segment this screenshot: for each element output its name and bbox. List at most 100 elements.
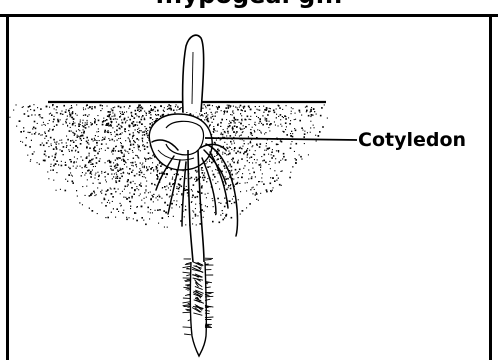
soil-speck [291,111,292,112]
soil-speck [225,178,227,180]
soil-speck [111,189,112,190]
soil-speck [125,122,126,123]
soil-speck [270,177,271,178]
soil-speck [27,155,28,156]
soil-speck [256,193,258,195]
soil-speck [231,143,232,144]
header-underline [0,14,498,17]
soil-speck [93,183,94,184]
soil-speck [37,162,38,163]
soil-speck [133,125,135,127]
soil-speck [105,120,106,121]
soil-speck [103,118,104,119]
soil-speck [82,167,83,168]
soil-speck [126,166,127,167]
soil-speck [290,144,291,145]
soil-speck [165,202,166,203]
soil-speck [70,172,71,173]
soil-speck [313,125,314,126]
soil-speck [87,122,88,123]
soil-speck [126,198,128,200]
soil-speck [240,105,242,107]
soil-speck [65,121,66,122]
soil-speck [61,150,63,152]
soil-speck [270,108,271,109]
soil-speck [107,106,108,107]
figure-frame [6,14,492,360]
soil-speck [44,124,45,125]
soil-speck [157,165,158,166]
soil-speck [230,184,231,185]
soil-speck [217,131,218,132]
soil-speck [48,178,49,179]
soil-speck [128,108,129,109]
soil-speck [126,217,127,218]
soil-speck [115,165,116,166]
soil-speck [94,195,95,196]
soil-speck [215,143,216,144]
soil-speck [107,131,108,132]
soil-speck [77,135,78,136]
soil-speck [226,154,227,155]
soil-speck [93,191,95,193]
soil-speck [90,176,92,178]
soil-speck [27,111,28,112]
soil-speck [73,166,74,167]
soil-speck [205,106,206,107]
soil-speck [13,110,14,111]
soil-speck [127,159,128,160]
soil-speck [204,113,205,114]
soil-speck [20,141,21,142]
soil-speck [45,125,46,126]
soil-speck [101,202,102,203]
soil-speck [142,164,143,165]
soil-speck [83,131,85,133]
soil-speck [142,135,143,136]
soil-speck [55,146,57,148]
soil-speck [127,120,128,121]
root-hair [205,313,210,314]
soil-speck [178,191,179,192]
soil-speck [52,105,53,106]
soil-speck [209,126,210,127]
soil-speck [241,158,243,160]
soil-speck [259,106,260,107]
soil-speck [249,150,250,151]
soil-speck [171,203,173,205]
soil-speck [136,138,138,140]
soil-speck [109,116,110,117]
soil-speck [211,112,212,113]
soil-speck [129,139,130,140]
soil-speck [118,157,119,158]
soil-speck [250,129,251,130]
soil-speck [77,166,78,167]
soil-speck [71,117,72,118]
soil-speck [86,104,88,106]
soil-speck [254,131,255,132]
soil-speck [100,158,101,159]
soil-speck [56,112,57,113]
soil-speck [156,118,157,119]
soil-speck [217,111,218,112]
soil-speck [126,111,127,112]
soil-speck [260,169,261,170]
soil-speck [125,121,126,122]
soil-speck [207,193,208,194]
soil-speck [137,188,138,189]
soil-speck [61,111,62,112]
soil-speck [49,120,50,121]
soil-speck [48,140,49,141]
soil-speck [146,113,147,114]
soil-speck [86,146,87,147]
soil-speck [82,135,84,137]
soil-speck [299,110,301,112]
soil-speck [233,162,235,164]
soil-speck [30,132,31,133]
soil-speck [94,121,96,123]
soil-speck [74,135,75,136]
soil-speck [139,171,141,173]
soil-speck [157,199,158,200]
soil-speck [110,114,111,115]
soil-speck [107,161,108,162]
soil-speck [33,104,34,105]
